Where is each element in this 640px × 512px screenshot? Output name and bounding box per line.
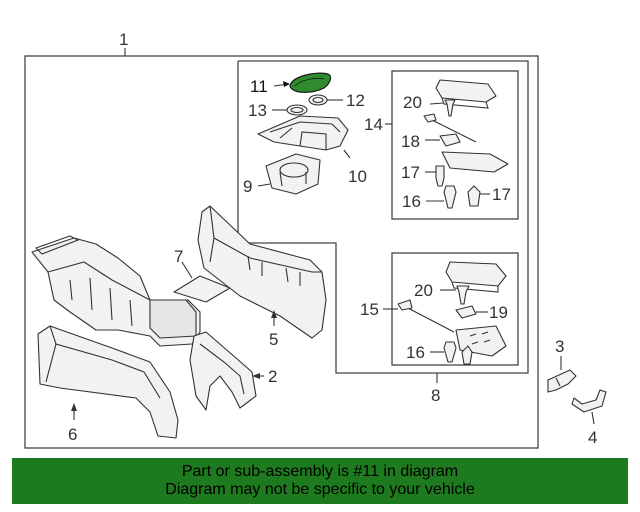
- callout-15: 15: [360, 300, 379, 319]
- info-banner: Part or sub-assembly is #11 in diagram D…: [12, 458, 628, 504]
- parts-diagram: 1 14 15 8 11 12 13 10: [24, 30, 607, 449]
- rod-lower: [397, 299, 455, 333]
- part-2-bracket: [189, 331, 257, 411]
- part-18-latch: [439, 133, 461, 147]
- callout-2: 2: [268, 367, 277, 386]
- banner-line-1: Part or sub-assembly is #11 in diagram: [181, 463, 459, 480]
- part-9-cupholder: [265, 153, 321, 195]
- callout-17-left: 17: [401, 163, 420, 182]
- part-16-bolt-upper: [443, 185, 457, 209]
- callout-8: 8: [431, 386, 440, 405]
- callout-1: 1: [119, 30, 128, 49]
- part-17-clip-left: [435, 165, 445, 187]
- part-7-pad: [173, 275, 231, 303]
- callout-14: 14: [364, 115, 383, 134]
- callout-11: 11: [250, 77, 268, 96]
- callout-12: 12: [346, 91, 365, 110]
- clip-lower: [461, 345, 473, 365]
- callout-20-upper: 20: [403, 93, 422, 112]
- bracket-upper: [441, 151, 509, 173]
- callout-16-upper: 16: [402, 192, 421, 211]
- callout-19: 19: [489, 303, 508, 322]
- part-5-panel: [197, 205, 327, 339]
- callout-3: 3: [555, 337, 564, 356]
- part-6-panel: [37, 325, 179, 439]
- part-10-tray: [257, 115, 349, 151]
- part-13-ring: [286, 104, 308, 116]
- part-17-clip-right: [467, 185, 481, 207]
- callout-16-lower: 16: [406, 343, 425, 362]
- callout-20-lower: 20: [414, 281, 433, 300]
- callout-18: 18: [401, 132, 420, 151]
- part-20-screw-lower: [456, 285, 470, 305]
- part-20-lid-lower: [445, 261, 507, 293]
- part-4-hook: [571, 389, 607, 413]
- callout-7: 7: [174, 247, 183, 266]
- callout-6: 6: [68, 425, 77, 444]
- callout-9: 9: [243, 177, 252, 196]
- box-14: [391, 70, 519, 220]
- callout-4: 4: [588, 428, 597, 447]
- part-11-lid[interactable]: [289, 72, 332, 93]
- part-19-latch: [455, 305, 477, 319]
- callout-17-right: 17: [492, 185, 511, 204]
- part-20-lid-upper: [435, 79, 497, 109]
- main-frame: [24, 55, 539, 449]
- banner-line-2: Diagram may not be specific to your vehi…: [165, 481, 475, 498]
- part-12-ring: [308, 94, 328, 106]
- callout-10: 10: [348, 167, 367, 186]
- rod-upper: [423, 113, 477, 143]
- console-base: [31, 235, 201, 347]
- callout-13: 13: [248, 101, 267, 120]
- part-16-bolt-lower: [443, 341, 457, 363]
- callout-5: 5: [269, 330, 278, 349]
- part-20-screw-upper: [444, 99, 456, 117]
- part-3-clip: [547, 369, 577, 393]
